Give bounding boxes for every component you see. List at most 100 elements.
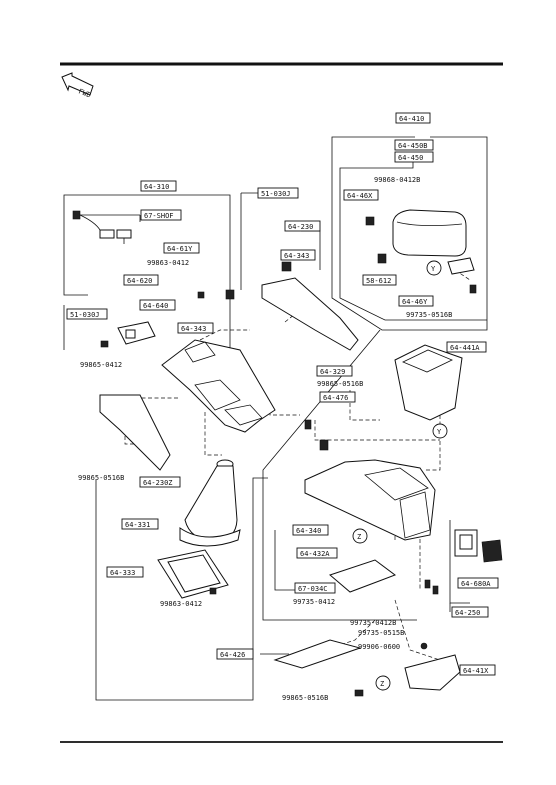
- callout-67-SHOF: 67-SHOF: [140, 209, 182, 221]
- svg-text:51-030J: 51-030J: [70, 311, 100, 319]
- callout-64-329: 64-329: [316, 365, 353, 377]
- svg-text:99863-0412: 99863-0412: [147, 259, 189, 267]
- callout-64-46X: 64-46X: [343, 189, 379, 201]
- callout-64-432A: 64-432A: [296, 547, 338, 559]
- svg-text:67-SHOF: 67-SHOF: [144, 212, 174, 220]
- wire-harness: [72, 210, 132, 244]
- callout-64-46Y: 64-46Y: [398, 295, 434, 307]
- boot-ring: [157, 549, 229, 599]
- svg-text:64-310: 64-310: [144, 183, 169, 191]
- screw-icon: [100, 284, 477, 697]
- svg-text:64-441A: 64-441A: [450, 344, 480, 352]
- callout-64-230Z: 64-230Z: [139, 476, 181, 488]
- svg-text:64-680A: 64-680A: [461, 580, 491, 588]
- callout-99735-0515B: 99735-0515B: [358, 629, 404, 637]
- callout-99865-0412: 99865-0412: [80, 361, 122, 369]
- svg-text:64-329: 64-329: [320, 368, 345, 376]
- svg-text:64-250: 64-250: [455, 609, 480, 617]
- svg-text:64-476: 64-476: [323, 394, 348, 402]
- svg-text:99865-0412: 99865-0412: [80, 361, 122, 369]
- armrest-inner-frame: [339, 156, 487, 321]
- svg-text:64-343: 64-343: [181, 325, 206, 333]
- side-panel: [99, 394, 171, 471]
- svg-text:67-034C: 67-034C: [298, 585, 328, 593]
- callout-99863-0412-a: 99863-0412: [147, 259, 189, 267]
- callout-58-612: 58-612: [362, 274, 397, 286]
- svg-text:58-612: 58-612: [366, 277, 391, 285]
- callout-64-340: 64-340: [292, 524, 329, 536]
- callout-64-680A: 64-680A: [457, 577, 499, 589]
- clip-64-343: [281, 261, 292, 272]
- svg-text:64-450: 64-450: [398, 154, 423, 162]
- svg-text:64-432A: 64-432A: [300, 550, 330, 558]
- svg-text:64-620: 64-620: [127, 277, 152, 285]
- callout-99906-0600: 99906-0600: [358, 643, 400, 651]
- bracket-64-230: [261, 277, 359, 351]
- callout-51-030J-top: 51-030J: [257, 187, 299, 199]
- callout-99865-0516B-c: 99865-0516B: [282, 694, 328, 702]
- frame-64-310-left: [63, 194, 160, 296]
- svg-text:99865-0516B: 99865-0516B: [78, 474, 124, 482]
- callout-Y-top: Y: [426, 260, 442, 276]
- callout-Y-mid: Y: [432, 423, 448, 439]
- svg-text:64-426: 64-426: [220, 651, 245, 659]
- callout-Z-bottom: Z: [375, 675, 391, 691]
- callout-64-230: 64-230: [284, 220, 321, 232]
- svg-text:64-61Y: 64-61Y: [167, 245, 193, 253]
- shift-boot: [179, 459, 241, 547]
- callout-67-034C: 67-034C: [294, 582, 336, 594]
- callout-64-331: 64-331: [121, 518, 159, 530]
- callout-99735-0516B: 99735-0516B: [406, 311, 452, 319]
- svg-text:64-46X: 64-46X: [347, 192, 373, 200]
- svg-text:64-230: 64-230: [288, 223, 313, 231]
- svg-text:64-640: 64-640: [143, 302, 168, 310]
- callout-99735-0412B: 99735-0412B: [350, 619, 396, 627]
- svg-text:64-331: 64-331: [125, 521, 150, 529]
- callout-99865-0516B-a: 99865-0516B: [317, 380, 363, 388]
- callout-64-310: 64-310: [140, 180, 177, 192]
- svg-text:64-41X: 64-41X: [463, 667, 489, 675]
- storage-tray: [394, 344, 463, 421]
- panel-64-426: [273, 639, 362, 669]
- svg-text:Z: Z: [357, 533, 361, 541]
- armrest-frame: [331, 136, 488, 331]
- callout-64-343-upper: 64-343: [280, 249, 316, 261]
- callout-64-426: 64-426: [216, 648, 254, 660]
- svg-text:99735-0412: 99735-0412: [293, 598, 335, 606]
- svg-text:Y: Y: [431, 265, 436, 273]
- svg-text:64-46Y: 64-46Y: [402, 298, 428, 306]
- fwd-arrow-icon: FWD: [61, 72, 94, 100]
- callout-99735-0412: 99735-0412: [293, 598, 335, 606]
- pad-64-680A: [454, 529, 503, 563]
- callout-64-41X: 64-41X: [459, 664, 496, 676]
- callout-64-640: 64-640: [139, 299, 176, 311]
- svg-text:99735-0515B: 99735-0515B: [358, 629, 404, 637]
- svg-text:64-450B: 64-450B: [398, 142, 428, 150]
- callout-64-450: 64-450: [394, 151, 434, 163]
- svg-text:99865-0516B: 99865-0516B: [317, 380, 363, 388]
- callout-64-476: 64-476: [319, 391, 356, 403]
- svg-text:51-030J: 51-030J: [261, 190, 291, 198]
- svg-text:64-343: 64-343: [284, 252, 309, 260]
- armrest-lid: [365, 209, 475, 275]
- callout-64-620: 64-620: [123, 274, 159, 286]
- svg-text:Z: Z: [380, 680, 384, 688]
- svg-text:99868-0412B: 99868-0412B: [374, 176, 420, 184]
- frame-boot: [95, 477, 268, 701]
- callout-99868-0412B: 99868-0412B: [374, 176, 420, 184]
- callout-51-030J-left: 51-030J: [66, 308, 108, 320]
- callout-64-343-mid: 64-343: [177, 322, 214, 334]
- svg-text:64-333: 64-333: [110, 569, 135, 577]
- callout-64-61Y: 64-61Y: [163, 242, 200, 254]
- callout-64-450B: 64-450B: [394, 139, 434, 151]
- svg-text:64-340: 64-340: [296, 527, 321, 535]
- svg-text:64-410: 64-410: [399, 115, 424, 123]
- svg-text:99865-0516B: 99865-0516B: [282, 694, 328, 702]
- svg-text:99735-0412B: 99735-0412B: [350, 619, 396, 627]
- svg-text:Y: Y: [437, 428, 442, 436]
- callout-64-333: 64-333: [106, 566, 144, 578]
- svg-text:99863-0412: 99863-0412: [160, 600, 202, 608]
- callout-64-250: 64-250: [451, 606, 489, 618]
- front-console: [161, 339, 276, 433]
